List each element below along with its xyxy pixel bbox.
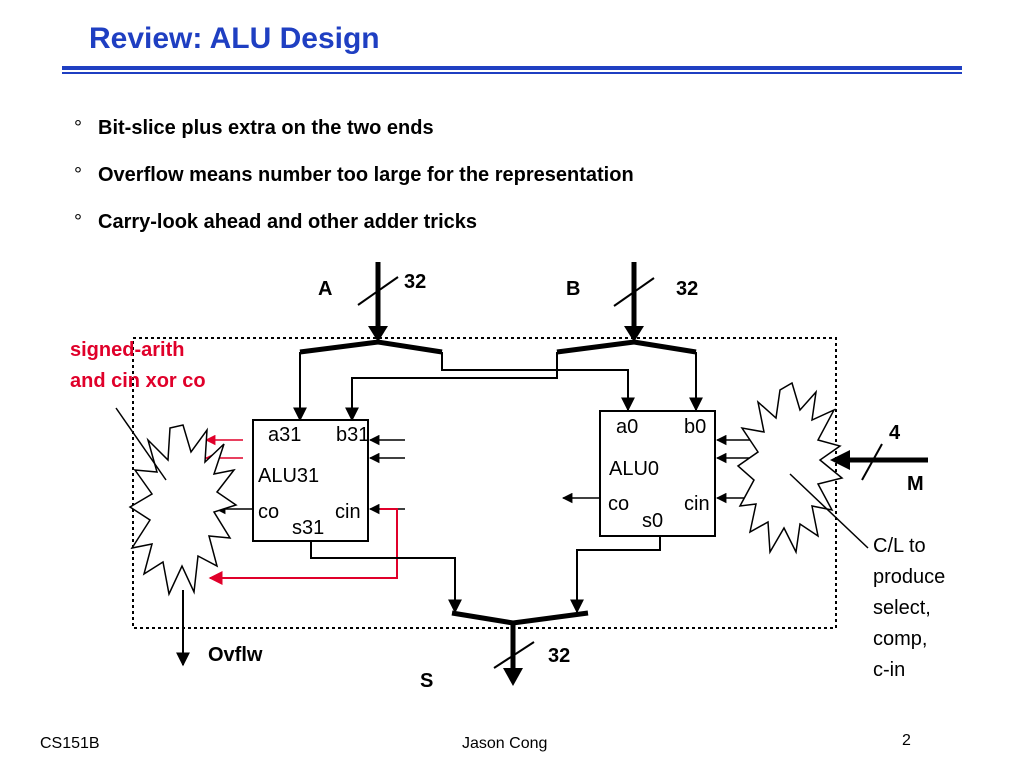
cl-note-line: C/L to <box>873 535 926 557</box>
bullet-item: ° Overflow means number too large for the… <box>74 164 634 211</box>
output-s-bus <box>493 623 535 686</box>
alu31-name: ALU31 <box>258 465 319 487</box>
input-b-width: 32 <box>676 278 698 300</box>
alu0-s-label: s0 <box>642 510 663 532</box>
bus-split-a <box>299 339 443 355</box>
control-logic-starburst <box>736 381 844 555</box>
cl-note-line: produce <box>873 566 945 588</box>
input-b-bus <box>613 262 655 342</box>
input-b-label: B <box>566 278 580 300</box>
signed-arith-note-line2: and cin xor co <box>70 370 206 392</box>
alu31-s-label: s31 <box>292 517 324 539</box>
bullet-text: Overflow means number too large for the … <box>98 164 634 186</box>
alu31-b-label: b31 <box>336 424 369 446</box>
alu31-a-label: a31 <box>268 424 301 446</box>
footer-center: Jason Cong <box>462 735 548 752</box>
alu0-a-label: a0 <box>616 416 638 438</box>
ovflw-label: Ovflw <box>208 644 263 666</box>
title-rule-thick <box>62 66 962 70</box>
bullet-item: ° Carry-look ahead and other adder tricks <box>74 211 634 258</box>
input-m-width: 4 <box>889 422 901 444</box>
slide-title: Review: ALU Design <box>89 22 380 55</box>
alu-boundary <box>132 337 837 629</box>
input-m-label: M <box>907 473 924 495</box>
bullet-list: ° Bit-slice plus extra on the two ends ° O… <box>74 117 634 258</box>
bullet-marker: ° <box>74 117 82 139</box>
bullet-marker: ° <box>74 164 82 186</box>
input-a-label: A <box>318 278 332 300</box>
title-rule-thin <box>62 72 962 74</box>
bullet-marker: ° <box>74 211 82 233</box>
cl-pointer <box>789 473 869 549</box>
alu0-box <box>599 410 716 537</box>
bullet-text: Carry-look ahead and other adder tricks <box>98 211 478 233</box>
alu0-co-label: co <box>608 493 629 515</box>
alu31-co-label: co <box>258 501 279 523</box>
bullet-text: Bit-slice plus extra on the two ends <box>98 117 434 139</box>
cl-note-line: comp, <box>873 628 927 650</box>
cl-note-line: select, <box>873 597 931 619</box>
output-s-width: 32 <box>548 645 570 667</box>
footer-left: CS151B <box>40 735 100 752</box>
input-m-bus <box>830 443 928 481</box>
signed-arith-pointer <box>115 407 167 481</box>
alu0-name: ALU0 <box>609 458 659 480</box>
alu0-cin-label: cin <box>684 493 710 515</box>
signed-arith-note-line1: signed-arith <box>70 339 184 361</box>
bullet-item: ° Bit-slice plus extra on the two ends <box>74 117 634 164</box>
page-number: 2 <box>902 732 911 749</box>
alu0-b-label: b0 <box>684 416 706 438</box>
input-a-width: 32 <box>404 271 426 293</box>
cl-note-line: c-in <box>873 659 905 681</box>
bus-merge-s <box>451 610 589 626</box>
input-a-bus <box>357 262 399 342</box>
alu31-cin-label: cin <box>335 501 361 523</box>
bus-split-b <box>556 339 697 355</box>
output-s-label: S <box>420 670 433 692</box>
